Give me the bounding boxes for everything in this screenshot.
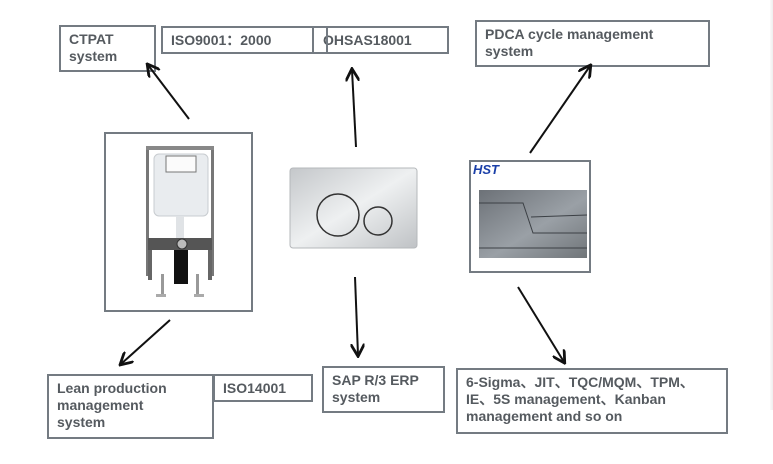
small-flush-button [363,206,393,236]
page-edge-shadow [770,0,773,410]
cistern-frame-drawing [146,146,214,297]
ohsas-divider-line [326,26,328,54]
arrow-to-pdca [529,66,590,154]
arrow-to-ohsas [352,70,356,148]
hst-plate-drawing: HST [473,162,588,258]
sap-erp-box: SAP R/3 ERP system [322,366,445,413]
large-flush-button [316,193,360,237]
six-sigma-box: 6-Sigma、JIT、TQC/MQM、TPM、 IE、5S managemen… [456,368,728,434]
arrow-to-ctpat [148,65,190,120]
arrow-to-sap [355,276,358,355]
hst-flush-plate-image: HST [469,160,591,273]
arrow-to-six-sigma [517,286,564,362]
hst-brand-logo: HST [473,162,500,177]
arrow-to-lean [121,319,171,364]
cistern-frame-image [104,132,253,312]
iso14001-box: ISO14001 [213,374,313,402]
iso9001-box: ISO9001：2000 [161,26,314,54]
round-flush-plate [289,167,418,249]
ctpat-system-box: CTPAT system [59,25,156,72]
pdca-cycle-box: PDCA cycle management system [475,20,710,67]
lean-production-box: Lean production management system [47,374,214,439]
ohsas18001-box: OHSAS18001 [312,26,449,54]
